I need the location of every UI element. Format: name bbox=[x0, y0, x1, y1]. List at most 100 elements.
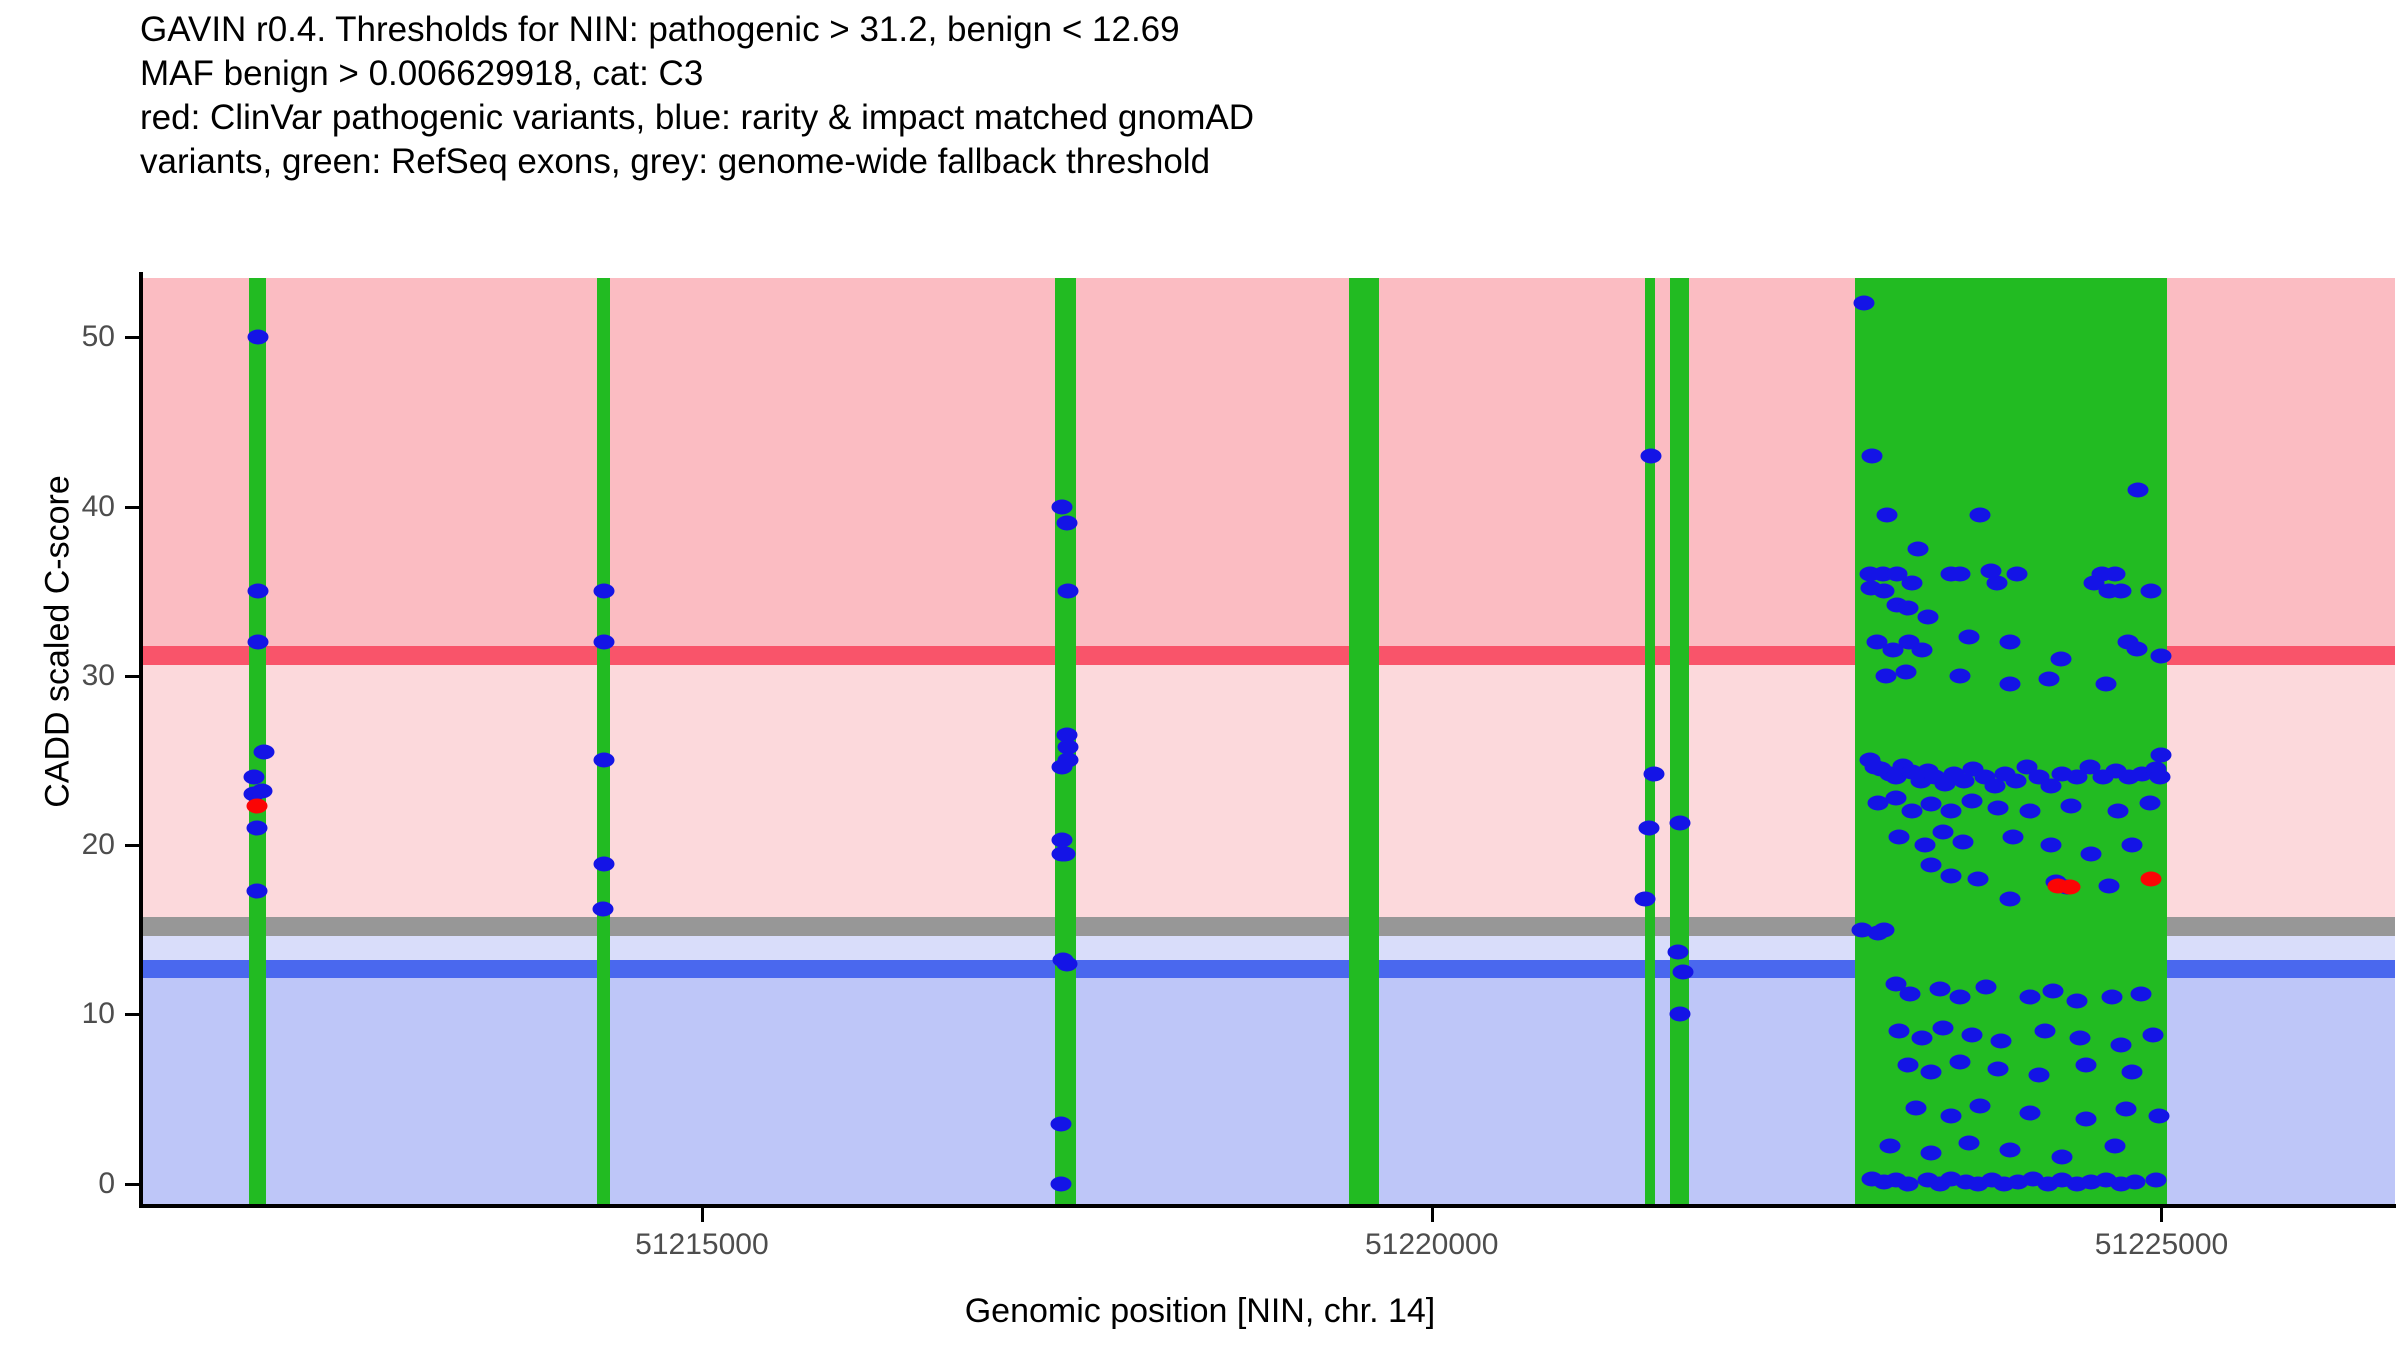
gnomad-variant-point[interactable] bbox=[1999, 634, 2021, 650]
gnomad-variant-point[interactable] bbox=[1949, 668, 1971, 684]
gnomad-variant-point[interactable] bbox=[1885, 790, 1907, 806]
gnomad-variant-point[interactable] bbox=[1940, 868, 1962, 884]
gnomad-variant-point[interactable] bbox=[2042, 983, 2064, 999]
gnomad-variant-point[interactable] bbox=[2075, 1057, 2097, 1073]
gnomad-variant-point[interactable] bbox=[1895, 664, 1917, 680]
gnomad-variant-point[interactable] bbox=[2110, 1037, 2132, 1053]
gnomad-variant-point[interactable] bbox=[2060, 798, 2082, 814]
gnomad-variant-point[interactable] bbox=[1917, 609, 1939, 625]
gnomad-variant-point[interactable] bbox=[1056, 515, 1078, 531]
gnomad-variant-point[interactable] bbox=[2121, 837, 2143, 853]
gnomad-variant-point[interactable] bbox=[2124, 1174, 2146, 1190]
gnomad-variant-point[interactable] bbox=[1952, 834, 1974, 850]
gnomad-variant-point[interactable] bbox=[1932, 824, 1954, 840]
gnomad-variant-point[interactable] bbox=[2142, 1027, 2164, 1043]
gnomad-variant-point[interactable] bbox=[1667, 944, 1689, 960]
gnomad-variant-point[interactable] bbox=[593, 752, 615, 768]
gnomad-variant-point[interactable] bbox=[1958, 1135, 1980, 1151]
gnomad-variant-point[interactable] bbox=[1975, 979, 1997, 995]
gnomad-variant-point[interactable] bbox=[2139, 795, 2161, 811]
gnomad-variant-point[interactable] bbox=[1920, 1064, 1942, 1080]
gnomad-variant-point[interactable] bbox=[1986, 575, 2008, 591]
gnomad-variant-point[interactable] bbox=[2130, 986, 2152, 1002]
gnomad-variant-point[interactable] bbox=[1949, 989, 1971, 1005]
gnomad-variant-point[interactable] bbox=[2005, 773, 2027, 789]
gnomad-variant-point[interactable] bbox=[246, 820, 268, 836]
gnomad-variant-point[interactable] bbox=[1051, 499, 1073, 515]
gnomad-variant-point[interactable] bbox=[2038, 671, 2060, 687]
gnomad-variant-point[interactable] bbox=[593, 856, 615, 872]
gnomad-variant-point[interactable] bbox=[1940, 803, 1962, 819]
gnomad-variant-point[interactable] bbox=[243, 769, 265, 785]
gnomad-variant-point[interactable] bbox=[2040, 837, 2062, 853]
gnomad-variant-point[interactable] bbox=[1057, 583, 1079, 599]
gnomad-variant-point[interactable] bbox=[593, 583, 615, 599]
gnomad-variant-point[interactable] bbox=[1932, 1020, 1954, 1036]
gnomad-variant-point[interactable] bbox=[251, 783, 273, 799]
gnomad-variant-point[interactable] bbox=[1888, 1023, 1910, 1039]
gnomad-variant-point[interactable] bbox=[2066, 769, 2088, 785]
gnomad-variant-point[interactable] bbox=[1990, 1033, 2012, 1049]
gnomad-variant-point[interactable] bbox=[1669, 815, 1691, 831]
gnomad-variant-point[interactable] bbox=[1961, 1027, 1983, 1043]
gnomad-variant-point[interactable] bbox=[2150, 648, 2172, 663]
gnomad-variant-point[interactable] bbox=[1634, 891, 1656, 907]
gnomad-variant-point[interactable] bbox=[2040, 778, 2062, 794]
gnomad-variant-point[interactable] bbox=[1969, 507, 1991, 523]
gnomad-variant-point[interactable] bbox=[1949, 566, 1971, 582]
gnomad-variant-point[interactable] bbox=[1851, 922, 1873, 938]
gnomad-variant-point[interactable] bbox=[2075, 1111, 2097, 1127]
gnomad-variant-point[interactable] bbox=[2002, 829, 2024, 845]
gnomad-variant-point[interactable] bbox=[2095, 676, 2117, 692]
gnomad-variant-point[interactable] bbox=[2149, 769, 2171, 785]
gnomad-variant-point[interactable] bbox=[592, 901, 614, 917]
gnomad-variant-point[interactable] bbox=[2098, 878, 2120, 894]
gnomad-variant-point[interactable] bbox=[1853, 295, 1875, 311]
gnomad-variant-point[interactable] bbox=[1920, 857, 1942, 873]
gnomad-variant-point[interactable] bbox=[2126, 641, 2148, 657]
gnomad-variant-point[interactable] bbox=[1953, 773, 1975, 789]
gnomad-variant-point[interactable] bbox=[1879, 1138, 1901, 1154]
gnomad-variant-point[interactable] bbox=[1999, 1142, 2021, 1158]
gnomad-variant-point[interactable] bbox=[2148, 1108, 2170, 1124]
gnomad-variant-point[interactable] bbox=[2107, 803, 2129, 819]
gnomad-variant-point[interactable] bbox=[1911, 1030, 1933, 1046]
gnomad-variant-point[interactable] bbox=[2069, 1030, 2091, 1046]
gnomad-variant-point[interactable] bbox=[1901, 575, 1923, 591]
gnomad-variant-point[interactable] bbox=[2066, 993, 2088, 1009]
clinvar-pathogenic-point[interactable] bbox=[246, 798, 268, 814]
gnomad-variant-point[interactable] bbox=[1987, 1061, 2009, 1077]
gnomad-variant-point[interactable] bbox=[1638, 820, 1660, 836]
gnomad-variant-point[interactable] bbox=[2028, 1067, 2050, 1083]
gnomad-variant-point[interactable] bbox=[1888, 829, 1910, 845]
gnomad-variant-point[interactable] bbox=[1920, 796, 1942, 812]
gnomad-variant-point[interactable] bbox=[247, 634, 269, 650]
gnomad-variant-point[interactable] bbox=[1050, 1116, 1072, 1132]
gnomad-variant-point[interactable] bbox=[2140, 583, 2162, 599]
gnomad-variant-point[interactable] bbox=[247, 583, 269, 599]
gnomad-variant-point[interactable] bbox=[2006, 566, 2028, 582]
gnomad-variant-point[interactable] bbox=[2101, 989, 2123, 1005]
gnomad-variant-point[interactable] bbox=[1940, 1108, 1962, 1124]
gnomad-variant-point[interactable] bbox=[1640, 448, 1662, 464]
gnomad-variant-point[interactable] bbox=[1911, 642, 1933, 658]
gnomad-variant-point[interactable] bbox=[2150, 747, 2172, 763]
gnomad-variant-point[interactable] bbox=[2019, 989, 2041, 1005]
gnomad-variant-point[interactable] bbox=[1056, 727, 1078, 743]
gnomad-variant-point[interactable] bbox=[1054, 846, 1076, 862]
gnomad-variant-point[interactable] bbox=[1897, 1176, 1918, 1192]
gnomad-variant-point[interactable] bbox=[2110, 583, 2132, 599]
gnomad-variant-point[interactable] bbox=[246, 883, 268, 899]
gnomad-variant-point[interactable] bbox=[1672, 964, 1694, 980]
gnomad-variant-point[interactable] bbox=[1057, 752, 1079, 768]
gnomad-variant-point[interactable] bbox=[1949, 1054, 1971, 1070]
gnomad-variant-point[interactable] bbox=[1980, 563, 2002, 579]
gnomad-variant-point[interactable] bbox=[1999, 891, 2021, 907]
gnomad-variant-point[interactable] bbox=[1907, 541, 1929, 557]
gnomad-variant-point[interactable] bbox=[1905, 1100, 1927, 1115]
gnomad-variant-point[interactable] bbox=[1969, 1098, 1991, 1114]
gnomad-variant-point[interactable] bbox=[593, 634, 615, 650]
gnomad-variant-point[interactable] bbox=[1643, 766, 1665, 782]
gnomad-variant-point[interactable] bbox=[2145, 1172, 2167, 1188]
gnomad-variant-point[interactable] bbox=[1051, 832, 1073, 848]
